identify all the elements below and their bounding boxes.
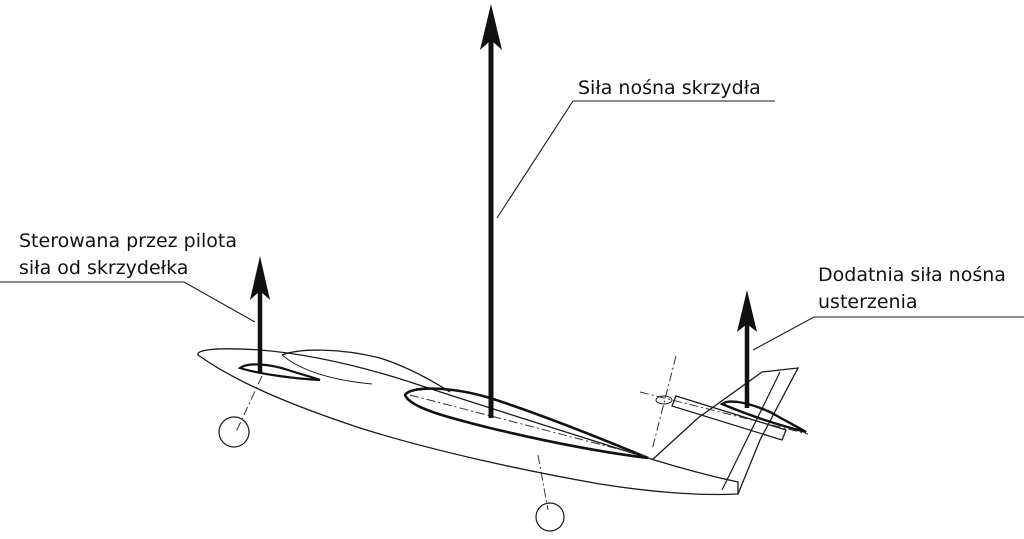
canopy-outline [281, 349, 451, 393]
stabilizer-airfoil [719, 400, 807, 434]
aileron-force-arrow-head [250, 256, 270, 300]
tail-lift-label-line1: Dodatnia siła nośna [818, 264, 1006, 286]
tail-pivot-ellipse [655, 395, 673, 405]
aileron-force-label-line1: Sterowana przez pilota [19, 230, 238, 252]
main-wheel-strut [537, 454, 549, 511]
aileron-airfoil [237, 363, 321, 382]
aileron-force-leader-line [0, 281, 256, 323]
wing-lift-arrow-head [480, 4, 502, 50]
tail-lift-label-line2: usterzenia [818, 291, 918, 313]
wing-lift-leader-line [496, 100, 775, 219]
tail-axis-line [651, 355, 677, 451]
canopy-base-line [281, 354, 373, 385]
wing-airfoil [403, 387, 649, 460]
front-wheel-strut [235, 375, 263, 433]
fin-outline [651, 367, 800, 495]
aileron-force-label-line2: siła od skrzydełka [19, 257, 189, 279]
wing-chord-line [409, 394, 646, 457]
front-wheel [218, 416, 250, 448]
stabilizer-chord-line [639, 391, 809, 435]
tail-boom [671, 395, 787, 441]
main-wheel [535, 502, 565, 532]
wing-lift-label: Siła nośna skrzydła [578, 77, 761, 99]
fuselage-outline [197, 348, 739, 496]
tail-lift-leader-line [752, 316, 1024, 351]
tail-lift-arrow-head [737, 290, 757, 332]
